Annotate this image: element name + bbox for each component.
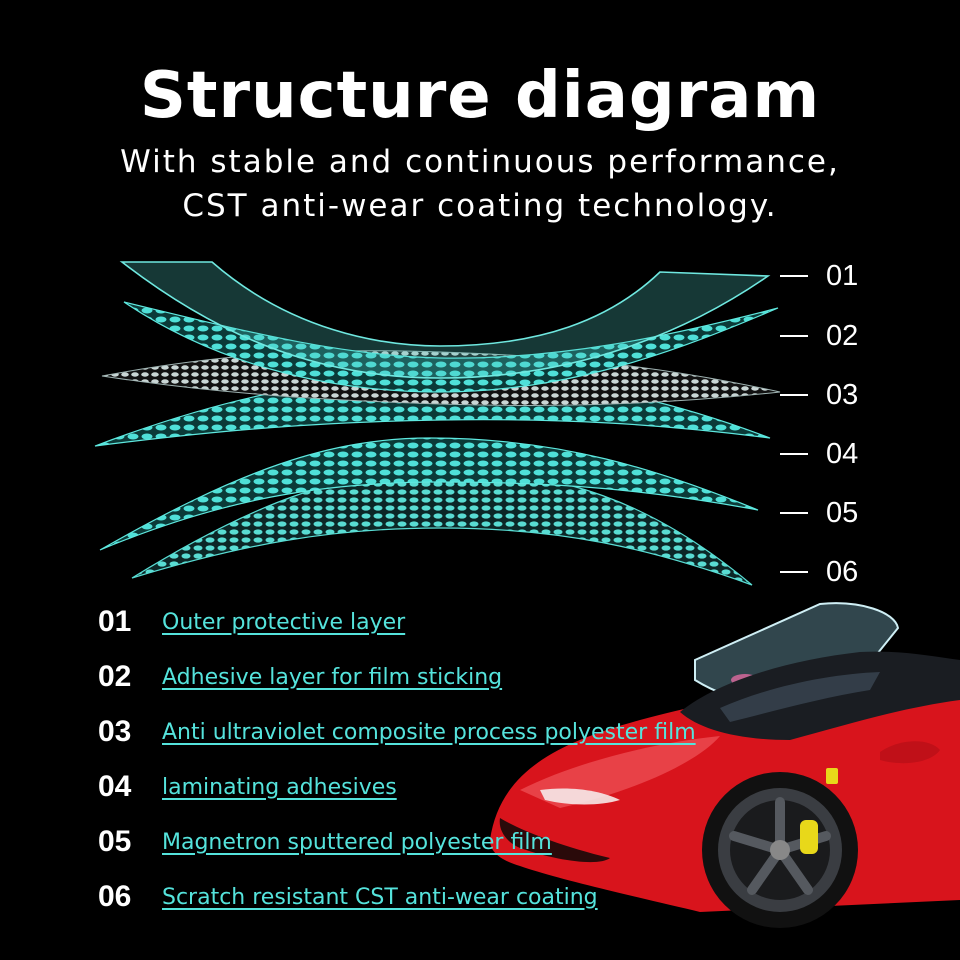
callout-line — [780, 394, 808, 396]
layer-01-film — [119, 261, 771, 379]
legend-label-magnetron-film[interactable]: Magnetron sputtered polyester film — [162, 829, 552, 855]
legend-item-05: 05 Magnetron sputtered polyester film — [98, 822, 552, 862]
callout-02: 02 — [780, 318, 858, 354]
callout-line — [780, 335, 808, 337]
legend-label-scratch-resistant-coating[interactable]: Scratch resistant CST anti-wear coating — [162, 884, 598, 910]
subtitle-line-2: CST anti-wear coating technology. — [182, 188, 778, 224]
film-layers-illustration — [94, 261, 781, 586]
legend-item-02: 02 Adhesive layer for film sticking — [98, 657, 502, 697]
legend-number: 04 — [98, 770, 132, 803]
callout-05: 05 — [780, 495, 858, 531]
legend-item-01: 01 Outer protective layer — [98, 602, 405, 642]
callout-01: 01 — [780, 258, 858, 294]
callout-line — [780, 275, 808, 277]
callout-number: 04 — [826, 437, 859, 470]
callout-line — [780, 512, 808, 514]
callout-line — [780, 453, 808, 455]
layer-02-mesh — [123, 301, 779, 393]
callout-number: 05 — [826, 496, 859, 529]
subtitle-line-1: With stable and continuous performance, — [120, 144, 840, 180]
legend-number: 06 — [98, 880, 132, 913]
legend-label-anti-uv-film[interactable]: Anti ultraviolet composite process polye… — [162, 719, 696, 745]
layer-05-mesh — [99, 437, 759, 551]
legend-number: 03 — [98, 715, 132, 748]
callout-number: 02 — [826, 319, 859, 352]
legend-number: 05 — [98, 825, 132, 858]
callout-line — [780, 571, 808, 573]
legend-number: 02 — [98, 660, 132, 693]
legend-item-06: 06 Scratch resistant CST anti-wear coati… — [98, 877, 598, 917]
legend-number: 01 — [98, 605, 132, 638]
legend-label-outer-protective-layer[interactable]: Outer protective layer — [162, 609, 406, 635]
callout-number: 03 — [826, 378, 859, 411]
callout-03: 03 — [780, 377, 858, 413]
legend-item-03: 03 Anti ultraviolet composite process po… — [98, 712, 696, 752]
red-sports-car-image — [490, 602, 960, 928]
callout-number: 01 — [826, 259, 859, 292]
callout-04: 04 — [780, 436, 858, 472]
callout-number: 06 — [826, 555, 859, 588]
legend-label-laminating-adhesives[interactable]: laminating adhesives — [162, 774, 397, 800]
callout-06: 06 — [780, 554, 858, 590]
page-title: Structure diagram — [139, 59, 821, 133]
legend-item-04: 04 laminating adhesives — [98, 767, 397, 807]
legend-label-adhesive-layer[interactable]: Adhesive layer for film sticking — [162, 664, 503, 690]
